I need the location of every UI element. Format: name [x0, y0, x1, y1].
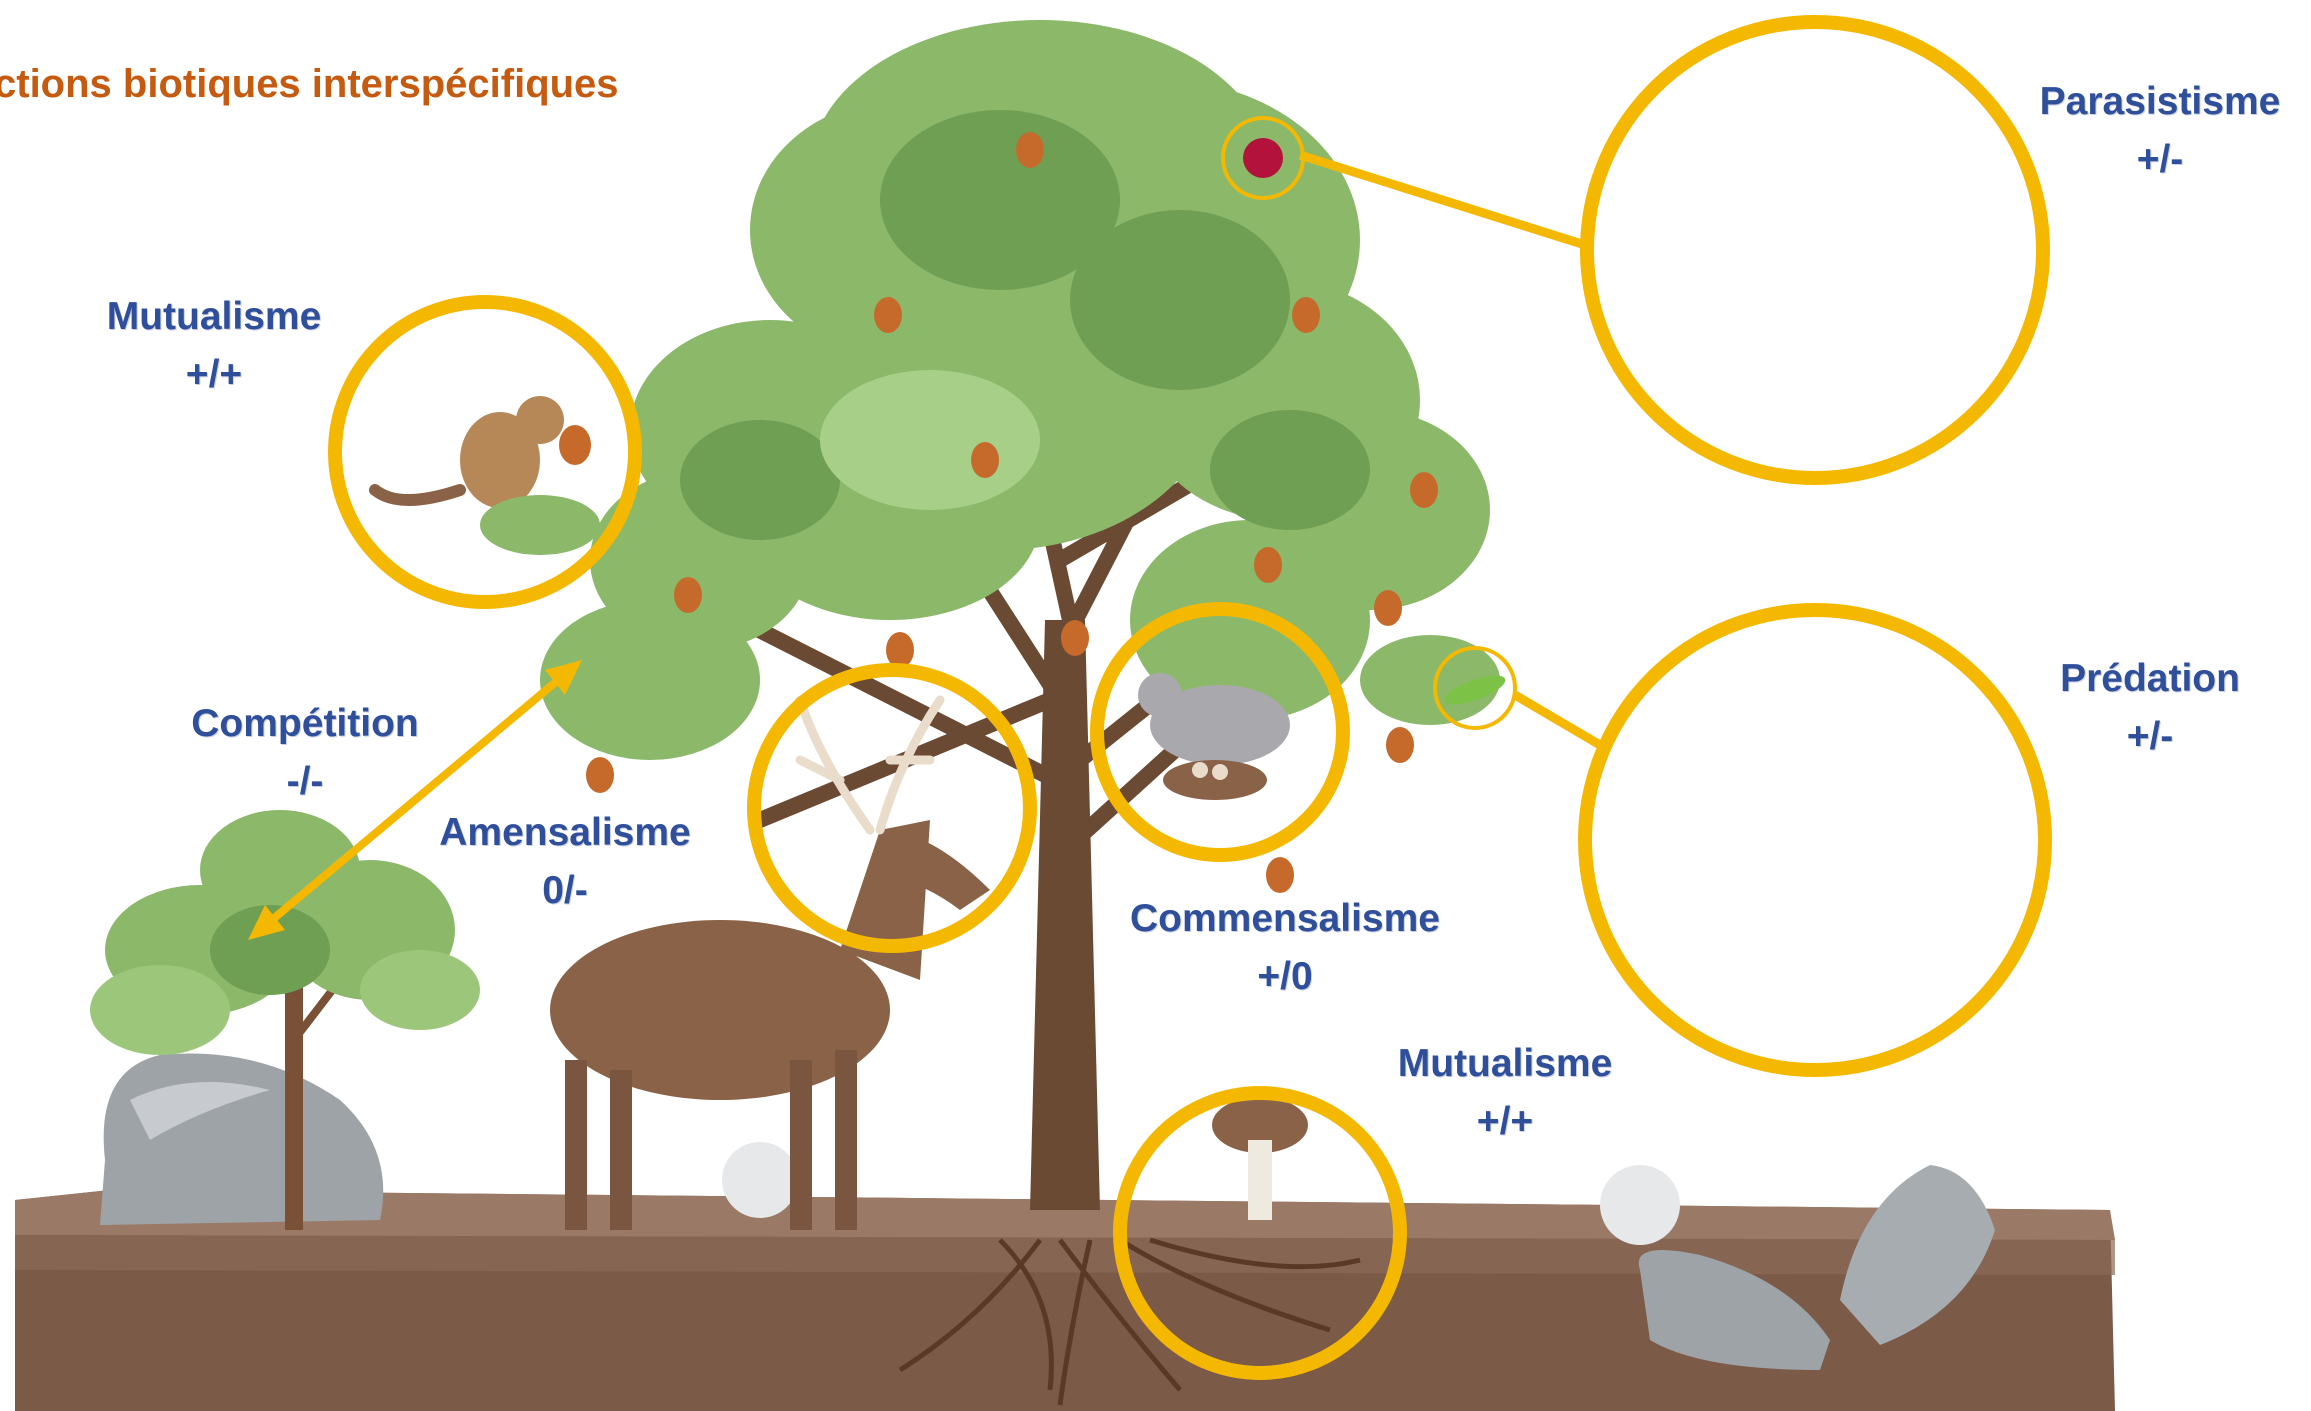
- label-parasitisme: Parasistisme +/-: [2010, 73, 2310, 189]
- label-predation: Prédation +/-: [2020, 650, 2280, 766]
- label-sign: +/-: [2020, 708, 2280, 766]
- label-mutualisme-bottom: Mutualisme +/+: [1355, 1035, 1655, 1151]
- label-sign: +/+: [74, 346, 354, 404]
- label-sign: +/-: [2010, 131, 2310, 189]
- label-name: Commensalisme: [1115, 890, 1455, 948]
- label-name: Prédation: [2020, 650, 2280, 708]
- label-amensalisme: Amensalisme 0/-: [415, 804, 715, 920]
- squirrel: [375, 396, 600, 555]
- page-title: ctions biotiques interspécifiques: [0, 62, 619, 107]
- label-commensalisme: Commensalisme +/0: [1115, 890, 1455, 1006]
- parasite-icon: [1243, 138, 1283, 178]
- label-sign: 0/-: [415, 862, 715, 920]
- label-name: Compétition: [155, 695, 455, 753]
- label-sign: +/+: [1355, 1093, 1655, 1151]
- label-sign: +/0: [1115, 948, 1455, 1006]
- label-name: Amensalisme: [415, 804, 715, 862]
- label-name: Parasistisme: [2010, 73, 2310, 131]
- label-mutualisme-top: Mutualisme +/+: [74, 288, 354, 404]
- label-name: Mutualisme: [74, 288, 354, 346]
- label-sign: -/-: [155, 753, 455, 811]
- label-name: Mutualisme: [1355, 1035, 1655, 1093]
- label-competition: Compétition -/-: [155, 695, 455, 811]
